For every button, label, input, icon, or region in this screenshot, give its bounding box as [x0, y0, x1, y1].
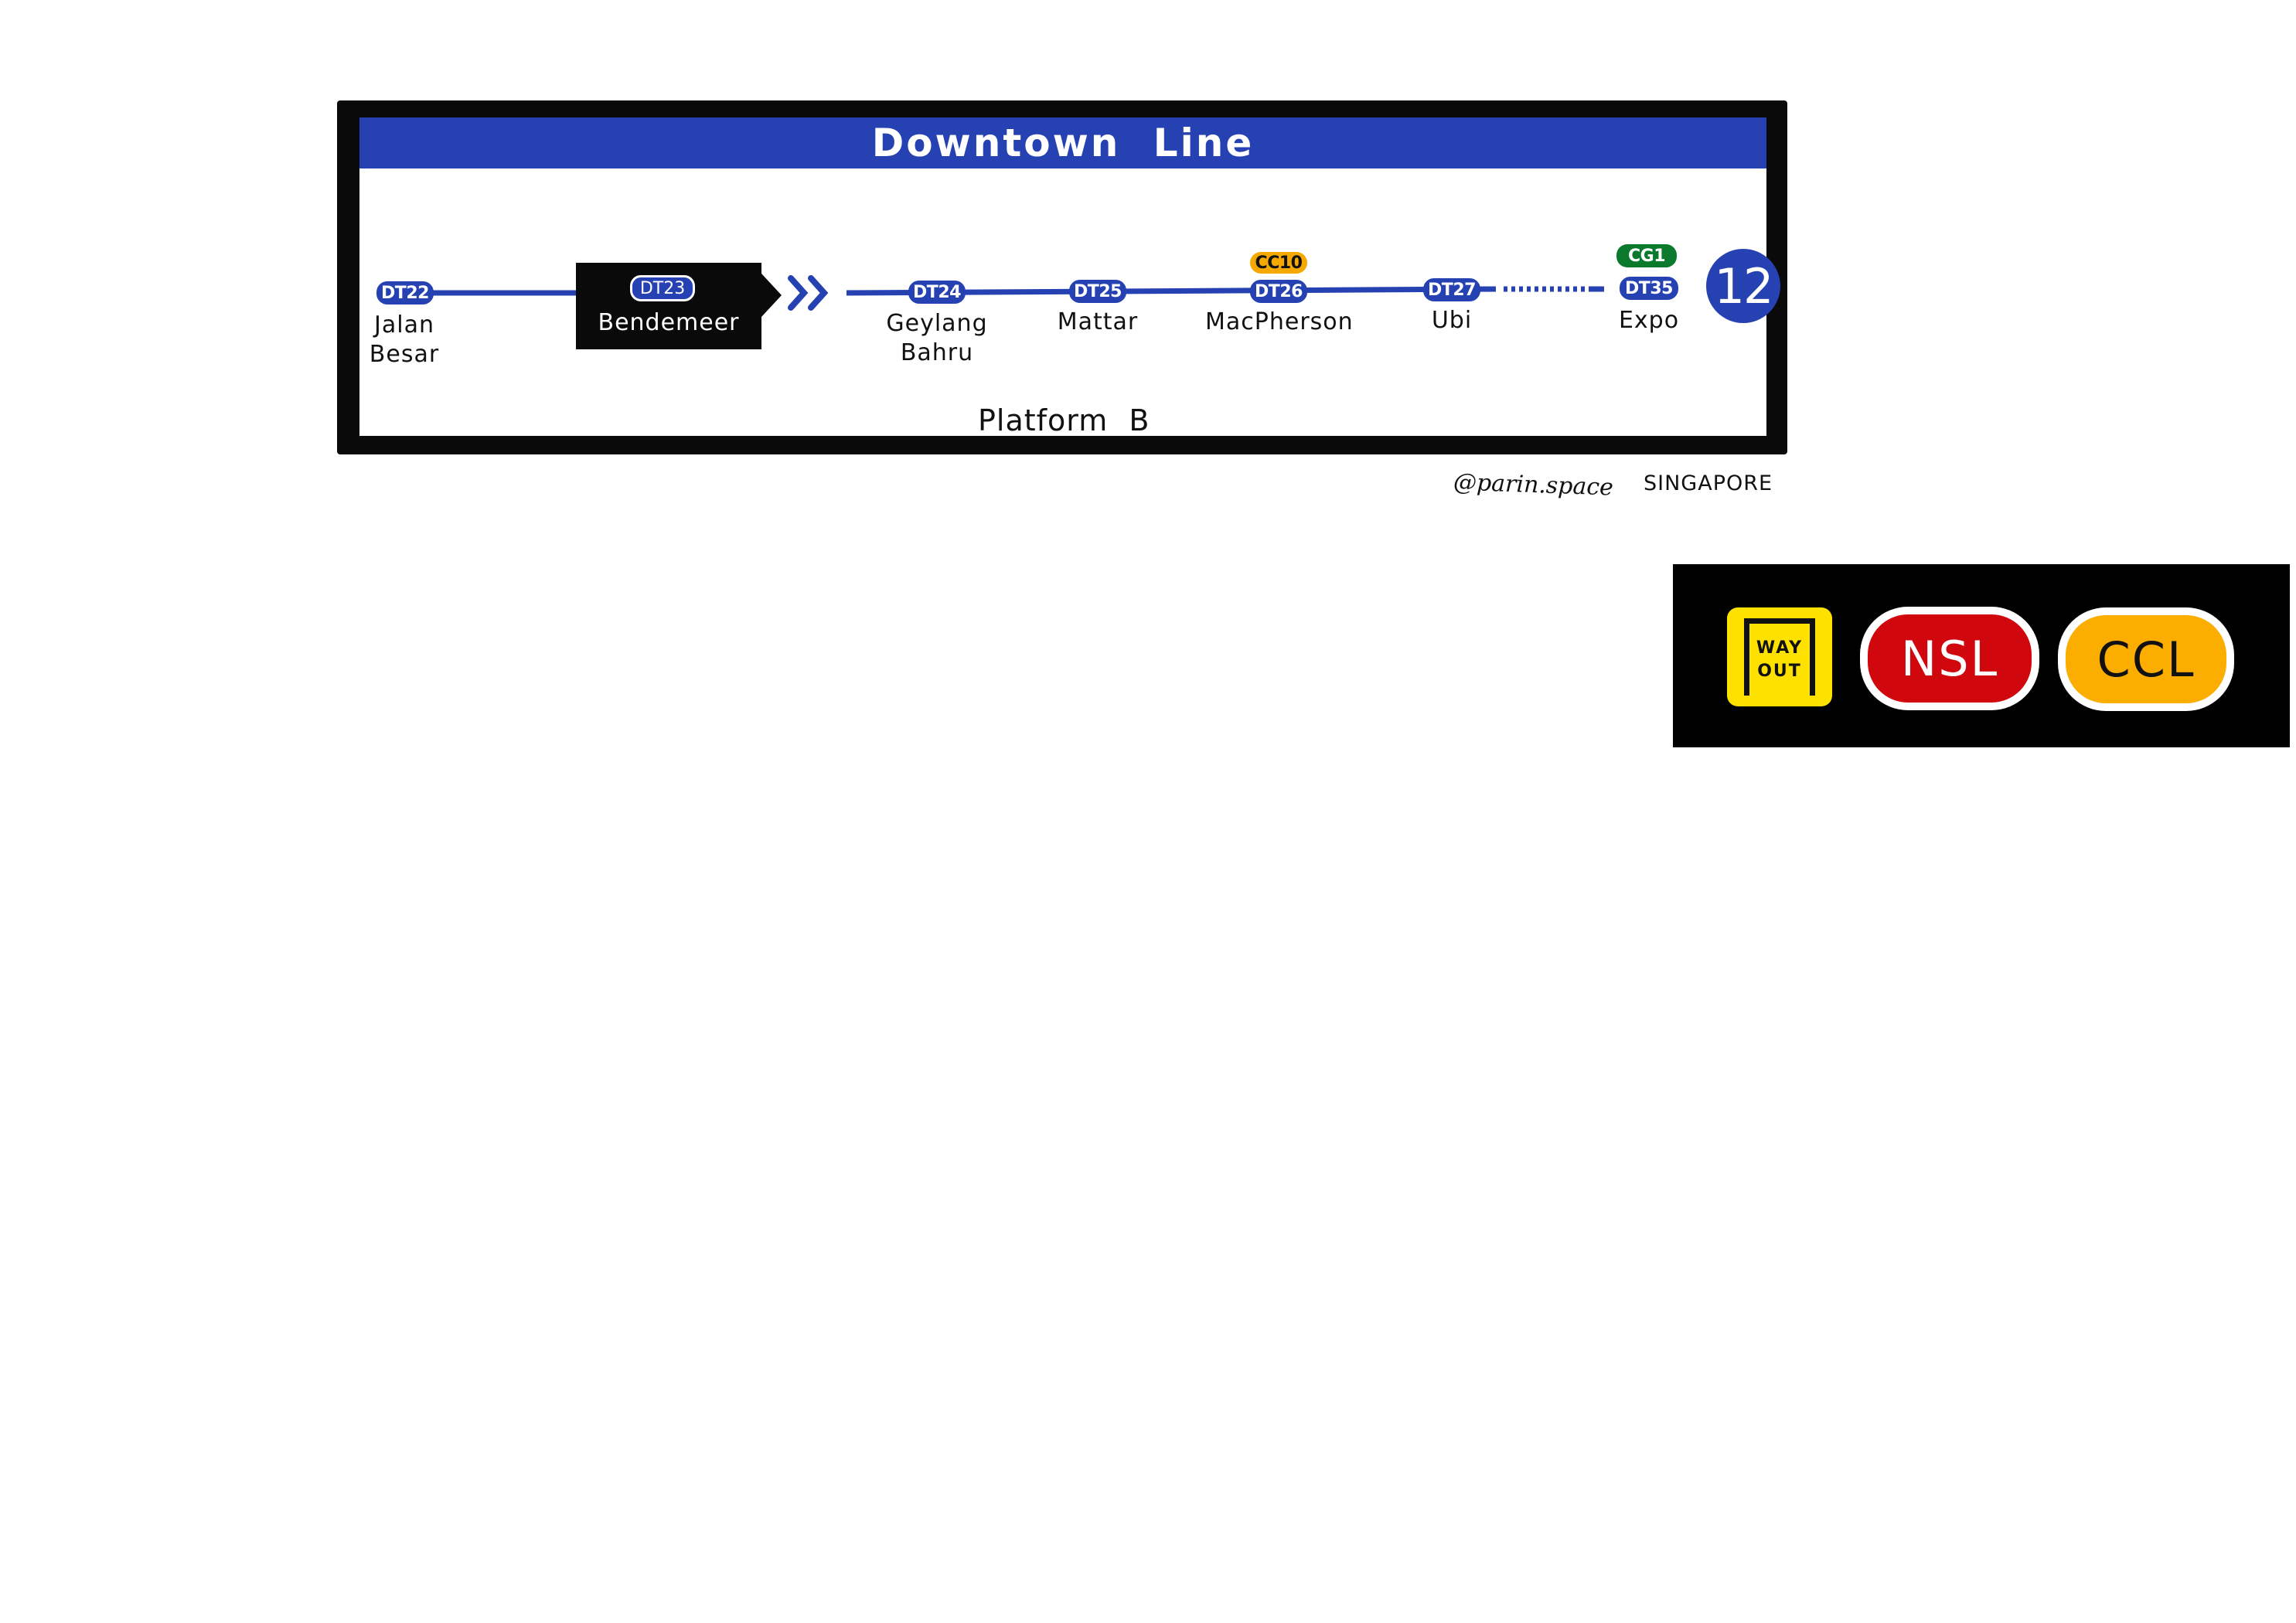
current-station-name: Bendemeer [598, 309, 740, 336]
way-out-line2: OUT [1757, 661, 1802, 681]
station-code-pill: DT26 [1250, 280, 1307, 303]
stops-count-badge: 12 [1706, 249, 1780, 323]
current-station-code: DT23 [630, 275, 695, 301]
station-name: Ubi [1431, 307, 1473, 334]
station-name: MacPherson [1205, 308, 1354, 335]
station-code-pill: DT22 [376, 281, 434, 305]
artist-handle: @parin.space [1453, 468, 1614, 502]
exit-door-icon: WAY OUT [1727, 607, 1832, 706]
platform-label: Platform B [978, 403, 1150, 437]
ccl-line-badge: CCL [2058, 607, 2234, 711]
current-station-arrow-icon [761, 274, 782, 317]
route-line [421, 275, 1604, 311]
station-sign: Downtown Line DT22 Jalan Besar DT23 Bend… [359, 117, 1780, 437]
country-label: SINGAPORE [1644, 471, 1773, 495]
icon-strip: WAY OUT NSL CCL [1673, 564, 2290, 747]
direction-chevron-icon [788, 275, 809, 311]
station-name: Expo [1618, 307, 1680, 334]
station-code-pill: DT25 [1069, 280, 1126, 303]
station-code-pill: DT27 [1423, 278, 1480, 301]
nsl-line-label: NSL [1868, 614, 2032, 703]
way-out-door: WAY OUT [1744, 618, 1815, 696]
station-name: Mattar [1057, 308, 1139, 335]
interchange-code-pill: CG1 [1616, 244, 1677, 267]
station-code-pill: DT24 [908, 281, 966, 304]
current-station-box: DT23 Bendemeer [576, 263, 761, 349]
interchange-code-pill: CC10 [1250, 252, 1307, 274]
nsl-line-badge: NSL [1860, 607, 2039, 710]
way-out-line1: WAY [1756, 638, 1804, 658]
station-name: Jalan Besar [369, 311, 440, 368]
station-code-pill: DT35 [1620, 277, 1678, 300]
direction-chevron-icon [808, 275, 829, 311]
station-name: Geylang Bahru [886, 310, 988, 366]
line-name: Downtown Line [871, 121, 1255, 165]
ccl-line-label: CCL [2066, 615, 2226, 703]
sign-header: Downtown Line [359, 117, 1766, 168]
